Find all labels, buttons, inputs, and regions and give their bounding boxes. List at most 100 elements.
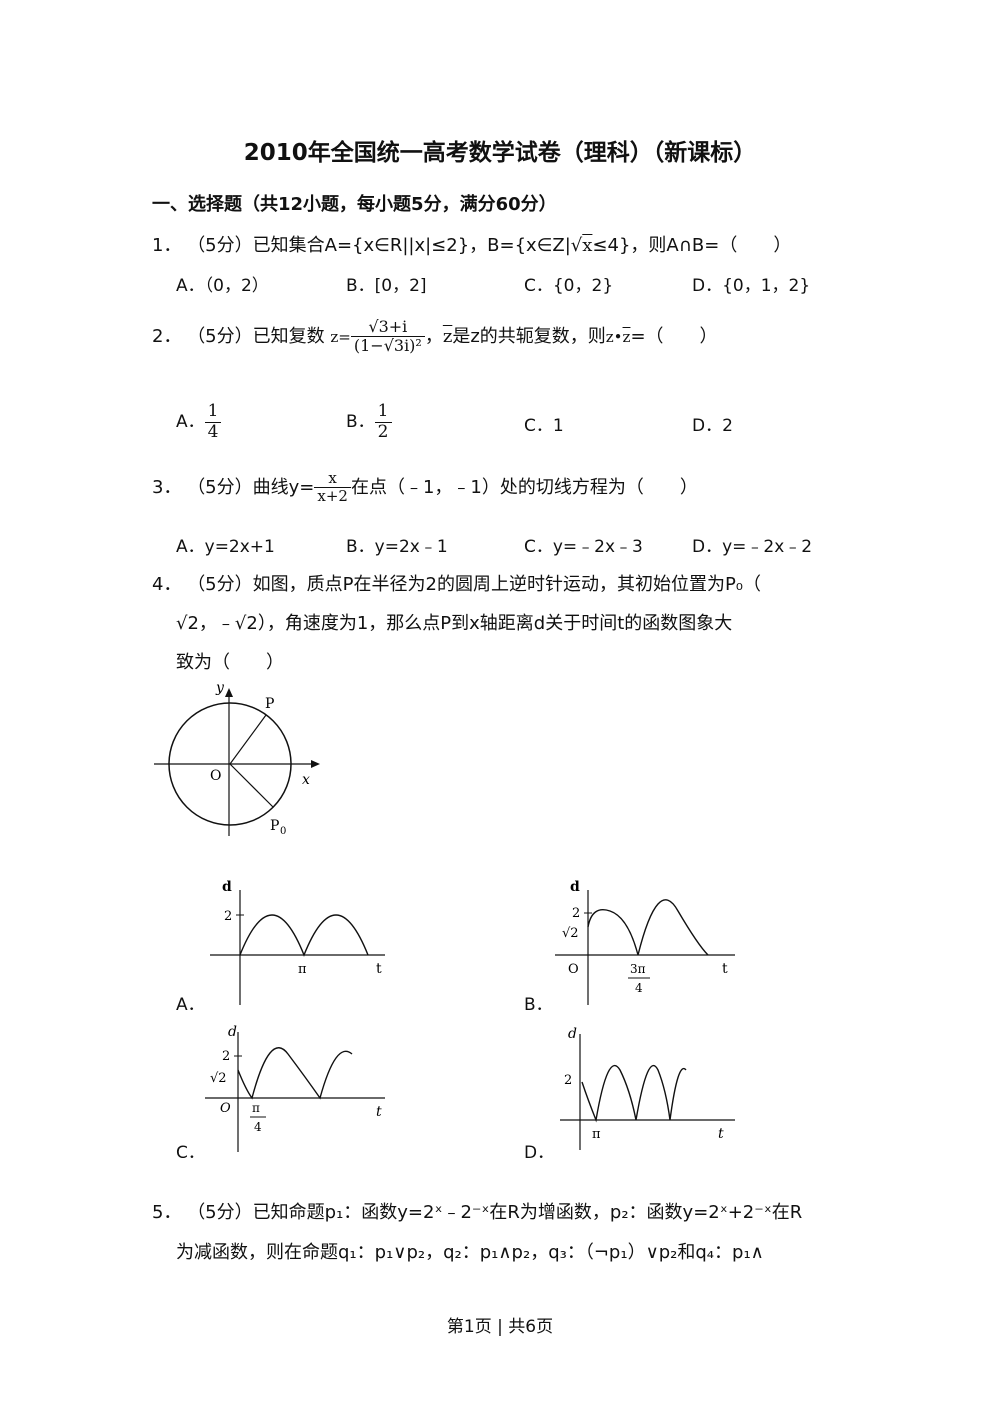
question-5: 5． （5分）已知命题p₁：函数y=2ˣ﹣2⁻ˣ在R为增函数，p₂：函数y=2ˣ… — [152, 1198, 802, 1224]
graph-a-label: A． — [176, 995, 205, 1015]
question-text-line1: （5分）已知命题p₁：函数y=2ˣ﹣2⁻ˣ在R为增函数，p₂：函数y=2ˣ+2⁻… — [187, 1202, 803, 1223]
radius-p — [229, 714, 267, 765]
fraction-numerator: x — [314, 469, 351, 489]
value-2-label: 2 — [572, 906, 580, 921]
option-d: D．y=﹣2x﹣2 — [692, 537, 813, 557]
origin-label: O — [220, 1101, 231, 1116]
fraction-denominator: (1−√3i)² — [353, 336, 422, 356]
tick-numerator: π — [252, 1101, 260, 1115]
z-conjugate: z — [442, 325, 453, 347]
z-equals: z= — [330, 327, 351, 346]
option-label: A． — [176, 412, 205, 433]
section-header: 一、选择题（共12小题，每小题5分，满分60分） — [152, 194, 557, 215]
question-number: 4． — [152, 574, 182, 595]
z-conjugate-product: z — [622, 327, 631, 346]
option-a: A．y=2x+1 — [176, 537, 275, 557]
d-label: d — [570, 879, 580, 895]
t-label: t — [376, 961, 382, 977]
question-text: （5分）曲线y= — [187, 476, 315, 498]
question-number: 1． — [152, 235, 182, 256]
y-label: y — [215, 680, 225, 696]
tick-numerator: 3π — [630, 962, 646, 976]
question-text: （5分）已知复数 — [187, 325, 325, 347]
graph-curve — [581, 1064, 687, 1123]
option-label: B． — [346, 412, 375, 433]
d-label: d — [222, 879, 232, 895]
t-label: t — [376, 1104, 382, 1120]
root2-label: √2 — [562, 926, 579, 941]
fraction-denominator: 4 — [207, 421, 219, 442]
d-label: d — [568, 1026, 577, 1042]
root2-label: √2 — [210, 1071, 227, 1086]
y-arrow-icon — [225, 688, 233, 697]
question-1: 1． （5分）已知集合A={x∈R||x|≤2}，B={x∈Z|√x≤4}，则A… — [152, 231, 791, 257]
graph-c-label: C． — [176, 1143, 205, 1163]
x-arrow-icon — [311, 760, 320, 768]
point-p-label: P — [265, 696, 274, 712]
option-d: D．{0，1，2} — [692, 276, 811, 296]
graph-d: d t 2 π — [560, 1026, 735, 1150]
option-c: C．y=﹣2x﹣3 — [524, 537, 643, 557]
sqrt-symbol: √ — [570, 235, 583, 256]
question-number: 5． — [152, 1202, 182, 1223]
option-b: B．[0，2] — [346, 276, 427, 296]
value-2-label: 2 — [224, 909, 232, 924]
tick-denominator: 4 — [254, 1120, 262, 1134]
value-2-label: 2 — [564, 1073, 572, 1088]
question-text-line3: 致为（ ） — [176, 652, 284, 673]
graph-curve — [237, 1047, 353, 1100]
option-d: D．2 — [692, 416, 733, 436]
graph-curve — [587, 899, 709, 956]
question-text-line2: 为减函数，则在命题q₁：p₁∨p₂，q₂：p₁∧p₂，q₃：（¬p₁）∨p₂和q… — [176, 1242, 764, 1263]
question-2: 2． （5分）已知复数 z=√3+i(1−√3i)²，z是z的共轭复数，则z•z… — [152, 317, 718, 356]
unit-circle — [168, 702, 292, 826]
question-text-line1: （5分）如图，质点P在半径为2的圆周上逆时针运动，其初始位置为P₀（ — [187, 574, 762, 595]
fraction-denominator: 2 — [377, 421, 389, 442]
z-product: z• — [605, 327, 623, 346]
point-p0-subscript: 0 — [280, 826, 286, 837]
question-text: （5分）已知集合A={x∈R||x|≤2}，B={x∈Z| — [187, 235, 571, 256]
fraction-numerator: 1 — [374, 401, 392, 423]
option-a: A．（0，2） — [176, 276, 269, 296]
option-b: B．y=2x﹣1 — [346, 537, 448, 557]
question-text-end: 在点（﹣1，﹣1）处的切线方程为（ ） — [350, 476, 698, 498]
comma: ， — [424, 325, 443, 347]
graph-b-label: B． — [524, 995, 553, 1015]
option-c: C．1 — [524, 416, 564, 436]
question-4: 4． （5分）如图，质点P在半径为2的圆周上逆时针运动，其初始位置为P₀（ — [152, 570, 761, 596]
fraction-numerator: 1 — [204, 401, 222, 423]
sqrt-radicand: x — [582, 235, 593, 256]
tick-denominator: 4 — [635, 981, 643, 995]
t-label: t — [722, 961, 728, 977]
pi-label: π — [298, 962, 307, 977]
graph-c: d t 2 √2 O π 4 — [205, 1024, 385, 1152]
option-c: C．{0，2} — [524, 276, 614, 296]
graph-a: d t 2 π — [210, 879, 385, 1005]
d-label: d — [228, 1024, 237, 1040]
page-title: 2010年全国统一高考数学试卷（理科）（新课标） — [243, 140, 757, 166]
x-label: x — [302, 772, 310, 788]
point-p0-label: P — [270, 818, 279, 834]
circle-figure: y x O P P 0 — [154, 680, 320, 837]
radius-p0 — [229, 763, 274, 808]
t-label: t — [718, 1126, 724, 1142]
origin-label: O — [210, 768, 221, 784]
question-text-line2: √2，﹣√2），角速度为1，那么点P到x轴距离d关于时间t的函数图象大 — [176, 613, 733, 634]
question-text-end: =（ ） — [630, 325, 718, 347]
graph-b: d t 2 √2 O 3π 4 — [555, 879, 735, 1005]
graph-d-label: D． — [524, 1143, 555, 1163]
fraction-denominator: x+2 — [317, 487, 348, 506]
question-text-mid: 是z的共轭复数，则 — [452, 325, 606, 347]
graph-curve — [239, 914, 369, 957]
complex-fraction: √3+i(1−√3i)² — [350, 317, 425, 356]
value-2-label: 2 — [222, 1049, 230, 1064]
fraction-numerator: √3+i — [350, 317, 425, 338]
question-text-end: ≤4}，则A∩B=（ ） — [592, 235, 792, 256]
page-footer: 第1页 | 共6页 — [446, 1317, 554, 1337]
